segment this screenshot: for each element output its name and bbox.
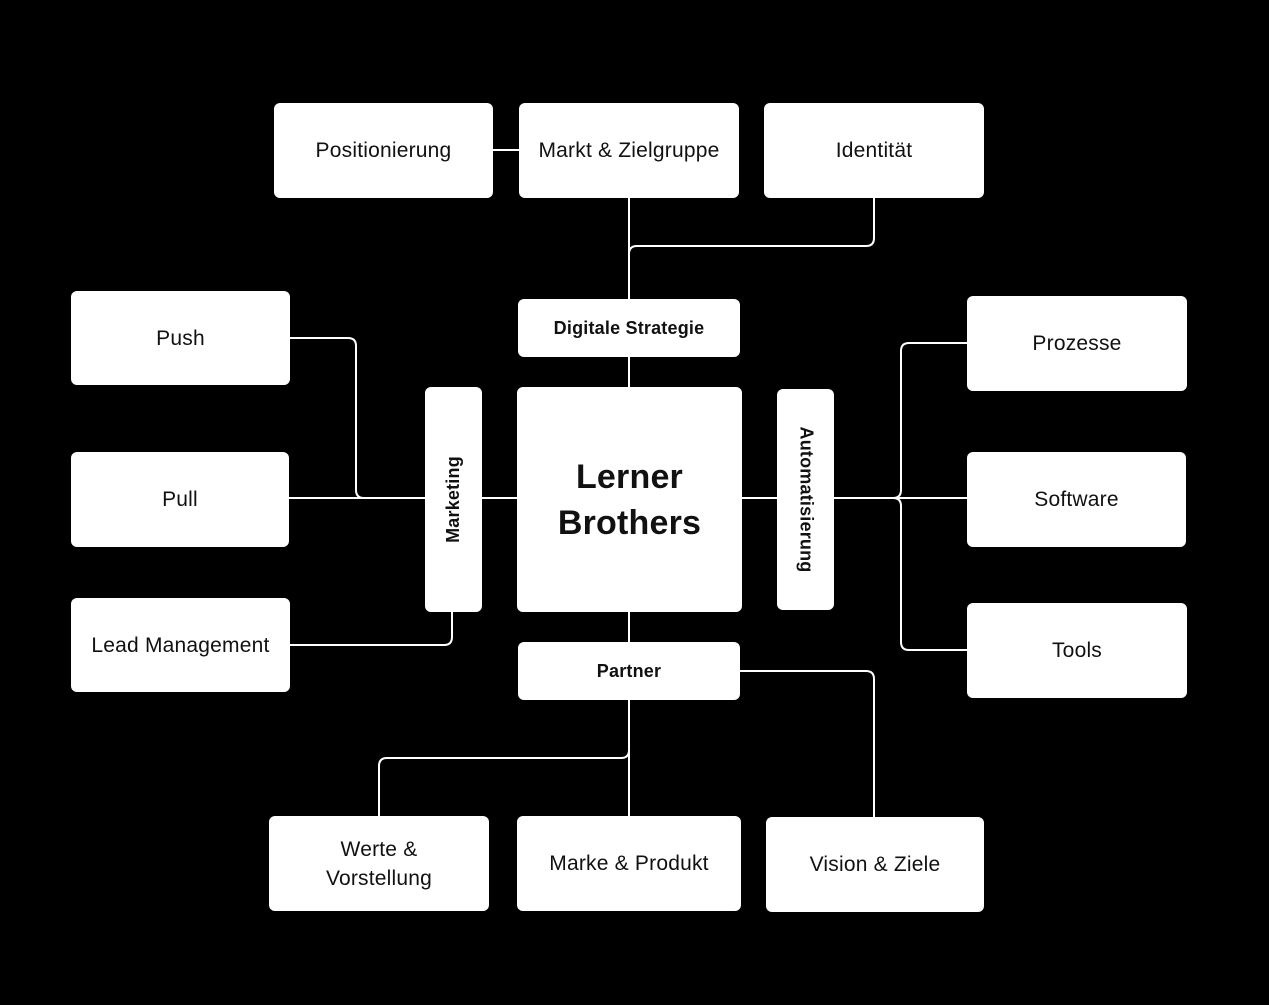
- hub-automatisierung-label: Automatisierung: [796, 426, 817, 573]
- node-lead-management-label: Lead Management: [91, 633, 270, 657]
- node-werte-vorstellung-label: Werte & Vorstellung: [326, 835, 432, 893]
- node-push: Push: [71, 291, 290, 385]
- node-identitaet: Identität: [764, 103, 984, 198]
- connector-partner-werte: [378, 699, 630, 817]
- node-positionierung-label: Positionierung: [315, 139, 452, 162]
- center-title-line2: Brothers: [557, 503, 702, 542]
- node-prozesse: Prozesse: [967, 296, 1187, 391]
- node-pull: Pull: [71, 452, 289, 547]
- node-marke-produkt: Marke & Produkt: [517, 816, 741, 911]
- connector-automatisierung-prozesse: [892, 342, 968, 499]
- node-werte-line1: Werte &: [340, 837, 418, 861]
- node-tools-label: Tools: [1051, 639, 1103, 662]
- node-marke-produkt-label: Marke & Produkt: [549, 852, 709, 875]
- node-markt-zielgruppe: Markt & Zielgruppe: [519, 103, 739, 198]
- center-node: Lerner Brothers: [517, 387, 742, 612]
- node-markt-zielgruppe-label: Markt & Zielgruppe: [538, 139, 720, 162]
- hub-marketing-label: Marketing: [443, 456, 464, 543]
- connector-partner-vision: [740, 670, 875, 817]
- connector-automatisierung-tools: [892, 497, 968, 651]
- node-positionierung: Positionierung: [274, 103, 493, 198]
- node-pull-label: Pull: [162, 488, 198, 511]
- connector-lead-marketing: [290, 611, 453, 646]
- node-lead-management: Lead Management: [71, 598, 290, 692]
- connector-identitaet-strategie: [628, 197, 875, 255]
- hub-digitale-strategie: Digitale Strategie: [518, 299, 740, 357]
- hub-digitale-strategie-label: Digitale Strategie: [553, 317, 705, 338]
- node-vision-ziele: Vision & Ziele: [766, 817, 984, 912]
- node-tools: Tools: [967, 603, 1187, 698]
- node-prozesse-label: Prozesse: [1032, 332, 1122, 355]
- node-software-label: Software: [1034, 488, 1119, 511]
- hub-automatisierung: Automatisierung: [777, 389, 834, 610]
- hub-marketing: Marketing: [425, 387, 482, 612]
- node-werte-vorstellung: Werte & Vorstellung: [269, 816, 489, 911]
- hub-partner: Partner: [518, 642, 740, 700]
- node-werte-line2: Vorstellung: [325, 866, 433, 890]
- connector-push-marketing: [290, 337, 425, 499]
- node-vision-ziele-label: Vision & Ziele: [809, 853, 941, 876]
- node-software: Software: [967, 452, 1186, 547]
- center-title: Lerner Brothers: [558, 454, 701, 546]
- hub-partner-label: Partner: [596, 660, 662, 681]
- center-title-line1: Lerner: [575, 457, 683, 496]
- node-push-label: Push: [156, 326, 205, 350]
- node-identitaet-label: Identität: [835, 139, 913, 162]
